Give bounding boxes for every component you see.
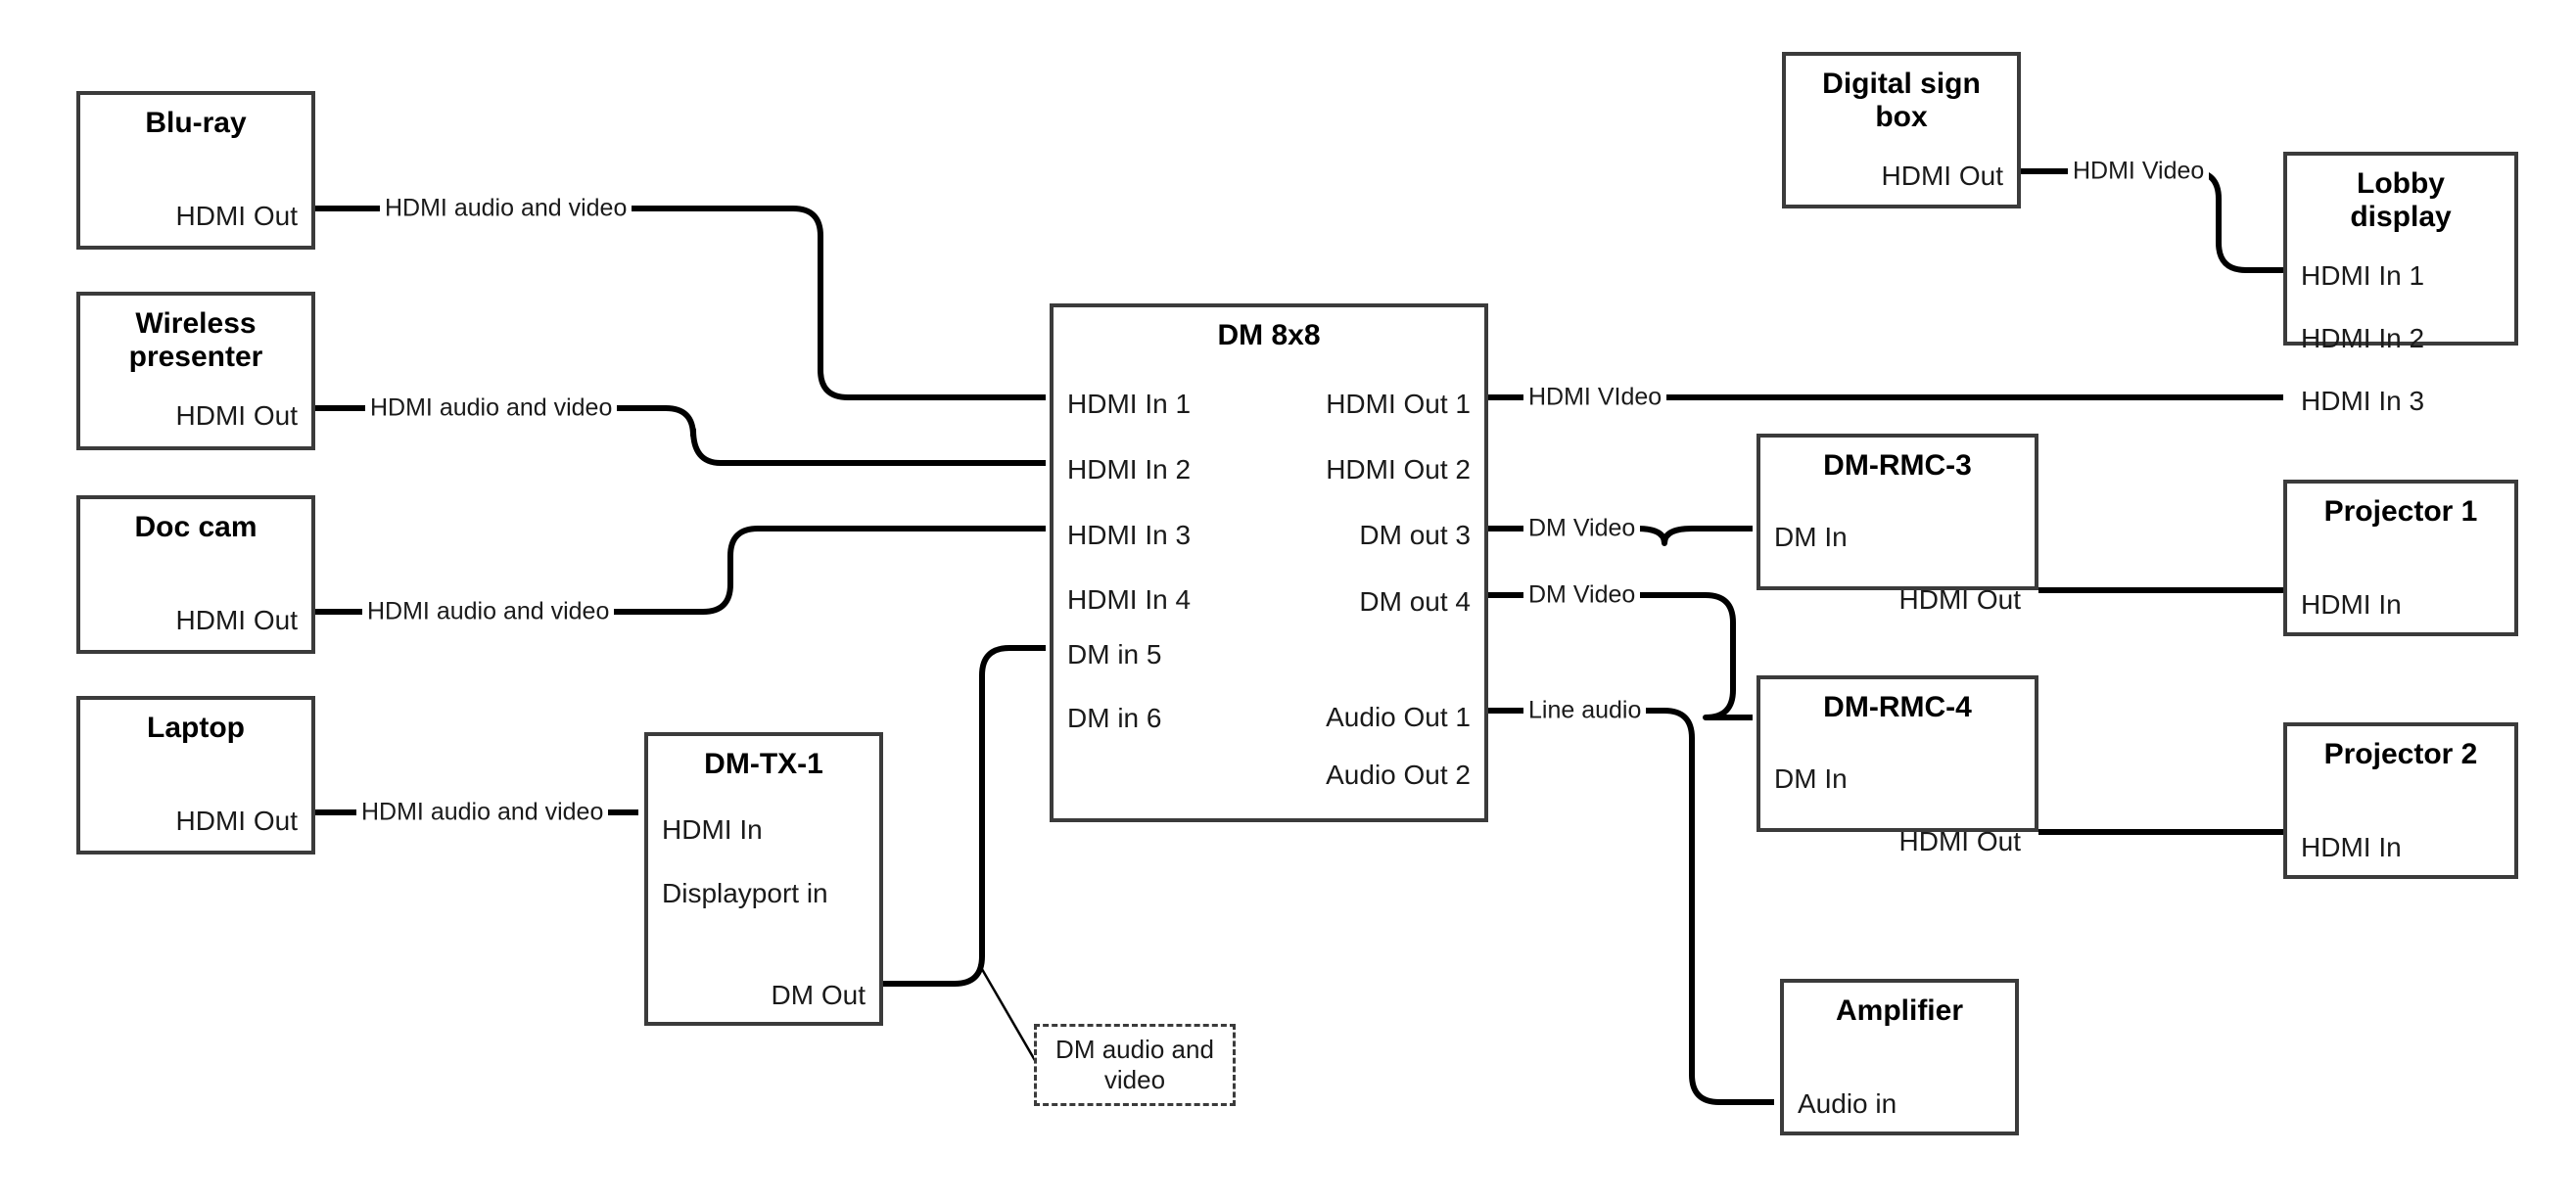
wire-label-doccam: HDMI audio and video — [362, 599, 615, 624]
port-hdmi-out[interactable]: HDMI Out — [1898, 583, 2021, 615]
port-hdmi-in-1[interactable]: HDMI In 1 — [1067, 388, 1192, 419]
node-title: Doc cam — [134, 511, 258, 543]
port-list: HDMI In — [2287, 529, 2514, 632]
port-list: HDMI Out — [80, 140, 311, 246]
node-projector-1[interactable]: Projector 1 HDMI In — [2283, 480, 2518, 636]
node-title: DM 8x8 — [1217, 319, 1321, 351]
node-projector-2[interactable]: Projector 2 HDMI In — [2283, 722, 2518, 879]
port-hdmi-out[interactable]: HDMI Out — [175, 805, 298, 836]
port-list: HDMI Out — [80, 544, 311, 650]
port-hdmi-out[interactable]: HDMI Out — [175, 604, 298, 635]
annotation-leader-line — [977, 963, 1038, 1063]
wire-label-laptop: HDMI audio and video — [356, 800, 609, 825]
port-list: Audio in — [1784, 1028, 2015, 1132]
node-title: DM-RMC-3 — [1823, 449, 1972, 482]
wire-label-sign-hdmi-video: HDMI Video — [2068, 159, 2210, 184]
port-hdmi-in-1[interactable]: HDMI In 1 — [2301, 259, 2425, 291]
node-title: Blu-ray — [145, 107, 247, 139]
port-dm-out-4[interactable]: DM out 4 — [1359, 585, 1471, 617]
node-digital-sign-box[interactable]: Digital sign box HDMI Out — [1782, 52, 2021, 208]
node-title: DM-TX-1 — [704, 748, 823, 780]
port-audio-in[interactable]: Audio in — [1798, 1087, 1897, 1119]
port-list: DM In HDMI Out — [1760, 724, 2035, 855]
annotation-dm-audio-video: DM audio and video — [1034, 1024, 1236, 1106]
port-dm-in-5[interactable]: DM in 5 — [1067, 638, 1162, 670]
port-hdmi-out-2[interactable]: HDMI Out 2 — [1326, 453, 1471, 485]
node-title: DM-RMC-4 — [1823, 691, 1972, 723]
port-list: HDMI Out — [1786, 134, 2017, 205]
node-dm-rmc-4[interactable]: DM-RMC-4 DM In HDMI Out — [1756, 675, 2038, 855]
port-hdmi-in[interactable]: HDMI In — [662, 813, 763, 845]
port-hdmi-in[interactable]: HDMI In — [2301, 831, 2402, 862]
wire-dmtx1-to-dm8x8 — [883, 645, 1046, 987]
port-dm-in[interactable]: DM In — [1774, 521, 1848, 552]
wire-label-dm-video-3: DM Video — [1523, 516, 1641, 541]
port-list: HDMI Out — [80, 745, 311, 851]
node-wireless-presenter[interactable]: Wireless presenter HDMI Out — [76, 292, 315, 450]
wire-label-hdmi-video-out1: HDMI VIdeo — [1523, 385, 1667, 410]
port-audio-out-2[interactable]: Audio Out 2 — [1326, 759, 1471, 790]
port-hdmi-in[interactable]: HDMI In — [2301, 588, 2402, 620]
port-hdmi-out[interactable]: HDMI Out — [1898, 825, 2021, 856]
port-list: HDMI In — [2287, 771, 2514, 875]
port-hdmi-in-2[interactable]: HDMI In 2 — [2301, 322, 2425, 353]
port-displayport-in[interactable]: Displayport in — [662, 877, 828, 908]
port-hdmi-in-3[interactable]: HDMI In 3 — [2301, 385, 2425, 416]
node-title: Lobby display — [2350, 167, 2452, 233]
wire-bluray-to-dm8x8 — [315, 206, 1046, 400]
port-list: HDMI In 1 HDMI In 2 HDMI In 3 — [2287, 234, 2514, 414]
port-hdmi-out-1[interactable]: HDMI Out 1 — [1326, 388, 1471, 419]
port-hdmi-in-4[interactable]: HDMI In 4 — [1067, 583, 1192, 615]
port-list: DM In HDMI Out — [1760, 483, 2035, 613]
node-blu-ray[interactable]: Blu-ray HDMI Out — [76, 91, 315, 250]
port-dm-in-6[interactable]: DM in 6 — [1067, 702, 1162, 733]
wire-sign-to-lobby — [2021, 168, 2283, 273]
node-doc-cam[interactable]: Doc cam HDMI Out — [76, 495, 315, 654]
wire-label-wireless: HDMI audio and video — [365, 395, 618, 421]
node-laptop[interactable]: Laptop HDMI Out — [76, 696, 315, 855]
node-lobby-display[interactable]: Lobby display HDMI In 1 HDMI In 2 HDMI I… — [2283, 152, 2518, 414]
port-hdmi-in-2[interactable]: HDMI In 2 — [1067, 453, 1192, 485]
port-hdmi-in-3[interactable]: HDMI In 3 — [1067, 519, 1192, 550]
port-list: HDMI In Displayport in DM Out — [648, 781, 879, 1022]
port-dm-out[interactable]: DM Out — [771, 979, 866, 1010]
wire-label-line-audio: Line audio — [1523, 698, 1647, 723]
node-title: Projector 1 — [2323, 495, 2478, 528]
node-title: Digital sign box — [1822, 68, 1981, 133]
node-title: Amplifier — [1835, 994, 1964, 1027]
node-dm-tx-1[interactable]: DM-TX-1 HDMI In Displayport in DM Out — [644, 732, 883, 1026]
node-dm-8x8[interactable]: DM 8x8 HDMI In 1 HDMI In 2 HDMI In 3 HDM… — [1050, 303, 1488, 822]
port-hdmi-out[interactable]: HDMI Out — [175, 200, 298, 231]
wire-label-dm-video-4: DM Video — [1523, 582, 1641, 608]
node-title: Laptop — [147, 712, 245, 744]
port-dm-out-3[interactable]: DM out 3 — [1359, 519, 1471, 550]
node-title: Projector 2 — [2323, 738, 2478, 770]
port-dm-in[interactable]: DM In — [1774, 762, 1848, 794]
wire-label-bluray: HDMI audio and video — [380, 196, 632, 221]
port-audio-out-1[interactable]: Audio Out 1 — [1326, 701, 1471, 732]
port-list: HDMI In 1 HDMI In 2 HDMI In 3 HDMI In 4 … — [1054, 352, 1484, 818]
node-title: Wireless presenter — [128, 307, 263, 373]
port-hdmi-out[interactable]: HDMI Out — [1881, 160, 2003, 191]
port-list: HDMI Out — [80, 374, 311, 446]
node-dm-rmc-3[interactable]: DM-RMC-3 DM In HDMI Out — [1756, 434, 2038, 613]
node-amplifier[interactable]: Amplifier Audio in — [1780, 979, 2019, 1135]
port-hdmi-out[interactable]: HDMI Out — [175, 399, 298, 431]
wire-dm8x8-to-amplifier — [1484, 708, 1774, 1105]
